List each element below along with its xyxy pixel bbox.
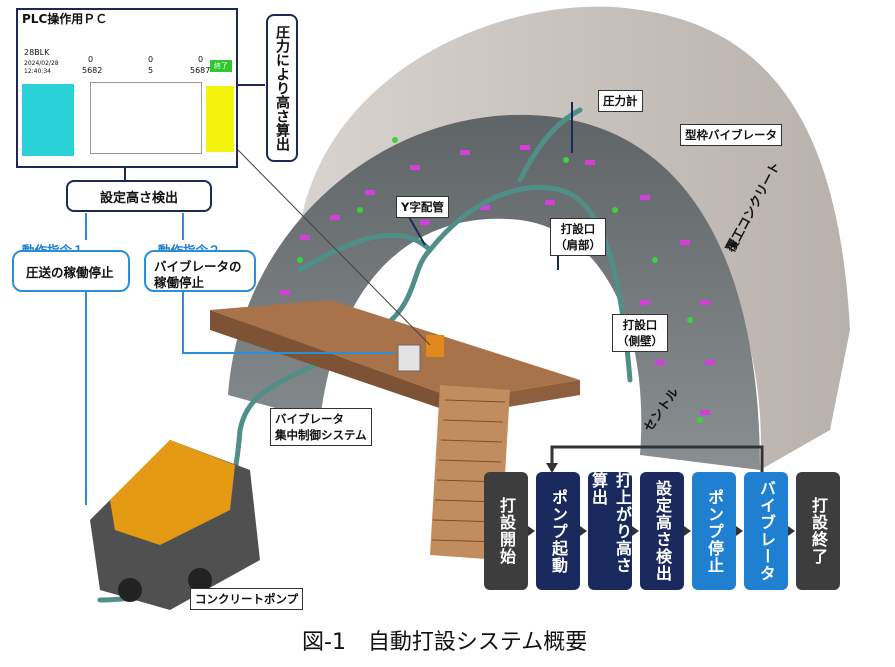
flow-arrow-6 xyxy=(788,526,795,536)
flow-arrow-4 xyxy=(684,526,691,536)
connector-lines-navy xyxy=(124,84,573,270)
plc-time: 12:40:34 xyxy=(24,68,51,75)
pressure-height-box: 圧力により高さ算出 xyxy=(266,14,298,162)
shoulder-port-line1: 打設口 xyxy=(560,222,596,236)
cmd1-box xyxy=(12,250,130,292)
flow-arrow-5 xyxy=(736,526,743,536)
flow-step-6: バイブレータ xyxy=(744,472,788,590)
pressure-gauge-label: 圧力計 xyxy=(598,90,643,112)
cmd1-body: 圧送の稼働停止 xyxy=(26,265,114,280)
side-port-line1: 打設口 xyxy=(622,318,658,332)
plc-date: 2024/02/28 xyxy=(24,60,59,67)
flow-step-5: ポンプ停止 xyxy=(692,472,736,590)
shoulder-port-label: 打設口 （肩部） xyxy=(550,218,606,256)
centle-surface xyxy=(228,114,760,470)
plc-left-gauge xyxy=(22,84,74,156)
side-port-line2: （側壁） xyxy=(617,334,663,348)
plc-readout-3: 0 xyxy=(198,55,204,64)
work-deck xyxy=(210,300,580,560)
flow-step-2: ポンプ起動 xyxy=(536,472,580,590)
set-height-detect-box: 設定高さ検出 xyxy=(66,180,212,212)
y-pipe-label: Y字配管 xyxy=(396,196,449,218)
flow-arrows xyxy=(550,445,764,472)
flow-arrow-1 xyxy=(528,526,535,536)
flow-step-1: 打設開始 xyxy=(484,472,528,590)
plc-title: PLC操作用ＰＣ xyxy=(22,12,108,26)
plc-readout-5: 5 xyxy=(148,66,154,75)
plc-readout-4: 5682 xyxy=(82,66,103,75)
plc-block: 28BLK xyxy=(24,48,50,57)
plc-readout-6: 5687 xyxy=(190,66,211,75)
flow-step-4: 設定高さ検出 xyxy=(640,472,684,590)
vib-system-label: バイブレータ 集中制御システム xyxy=(270,408,372,446)
concrete-pump-label: コンクリートポンプ xyxy=(190,588,304,610)
flow-step-3: 打上がり高さ算出 xyxy=(588,472,632,590)
flow-step-7: 打設終了 xyxy=(796,472,840,590)
plc-section-view xyxy=(90,82,202,154)
flow-arrow-3 xyxy=(632,526,639,536)
process-flow: 打設開始ポンプ起動打上がり高さ算出設定高さ検出ポンプ停止バイブレータ打設終了 xyxy=(484,472,840,592)
side-port-label: 打設口 （側壁） xyxy=(612,314,668,352)
connector-lines xyxy=(85,213,395,505)
plc-stop-button[interactable]: 終了 xyxy=(210,60,232,72)
vib-system-line1: バイブレータ xyxy=(275,412,344,426)
flow-loop-arrowhead xyxy=(546,463,558,473)
pump-truck xyxy=(90,440,260,610)
pressure-sensors xyxy=(267,137,703,423)
plc-readout-2: 0 xyxy=(148,55,154,64)
vib-system-line2: 集中制御システム xyxy=(275,428,367,442)
form-vibrator-label: 型枠バイブレータ xyxy=(680,124,782,146)
lining-concrete-shell xyxy=(300,6,850,470)
cmd2-body-line2: 稼働停止 xyxy=(154,275,205,290)
plc-readout-1: 0 xyxy=(88,55,94,64)
cmd2-body-line1: バイブレータの xyxy=(154,259,242,274)
cmd2-box xyxy=(144,250,256,292)
shoulder-port-line2: （肩部） xyxy=(555,238,601,252)
flow-arrow-2 xyxy=(580,526,587,536)
figure-caption: 図-1 自動打設システム概要 xyxy=(302,630,588,655)
plc-right-gauge xyxy=(206,86,234,152)
plc-leader xyxy=(237,149,431,346)
